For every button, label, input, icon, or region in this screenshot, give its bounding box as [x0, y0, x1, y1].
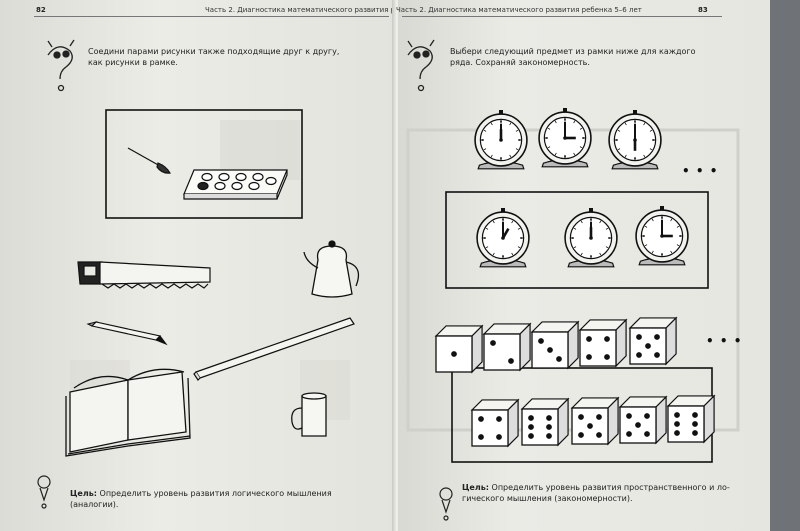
mascot-icon — [47, 39, 75, 92]
dice-icon — [618, 395, 668, 445]
dice-pip — [654, 352, 660, 358]
dice-pip — [528, 433, 534, 439]
dice-pip — [654, 334, 660, 340]
dice-pip — [604, 336, 610, 342]
dice-icon — [434, 324, 484, 374]
left-instruction: Соедини парами рисунки также подходящие … — [88, 47, 340, 67]
dice-pip — [578, 414, 584, 420]
kettle-icon — [303, 240, 360, 298]
dice-pip — [692, 421, 698, 427]
right-page: Часть 2. Диагностика математического раз… — [396, 0, 770, 531]
dice-pip — [546, 415, 552, 421]
dice-sequence-row — [434, 316, 678, 374]
dice-pip — [451, 351, 457, 357]
saw-icon — [77, 261, 211, 289]
left-page-number: 82 — [36, 6, 46, 14]
clock-row-ellipsis: • • • — [682, 164, 719, 178]
dice-pip — [556, 356, 562, 362]
dice-pip — [635, 422, 641, 428]
dice-pip — [604, 354, 610, 360]
clock-options-row — [476, 206, 689, 268]
dice-pip — [644, 431, 650, 437]
dice-pip — [546, 424, 552, 430]
dice-pip — [586, 354, 592, 360]
dice-pip — [578, 432, 584, 438]
dice-icon — [470, 398, 520, 448]
dice-pip — [528, 424, 534, 430]
mug-icon — [291, 392, 327, 437]
open-book-icon — [65, 368, 191, 457]
brush-icon — [127, 147, 171, 174]
dice-pip — [644, 413, 650, 419]
dice-row-ellipsis: • • • — [706, 334, 743, 348]
dice-pip — [528, 415, 534, 421]
right-page-header: Часть 2. Диагностика математического раз… — [396, 6, 642, 14]
dice-pip — [596, 432, 602, 438]
dice-pip — [496, 416, 502, 422]
alarm-clock-icon — [538, 108, 592, 168]
dice-pip — [478, 434, 484, 440]
left-goal: Цель: Определить уровень развития логиче… — [70, 489, 332, 509]
dice-pip — [636, 334, 642, 340]
dice-options-row — [470, 394, 716, 448]
dice-pip — [538, 338, 544, 344]
dice-pip — [496, 434, 502, 440]
dice-pip — [546, 433, 552, 439]
alarm-clock-icon — [474, 110, 528, 170]
dice-pip — [674, 421, 680, 427]
dice-pip — [478, 416, 484, 422]
left-page: 82 Часть 2. Диагностика математического … — [0, 0, 451, 531]
dice-icon — [666, 394, 716, 444]
left-header-rule — [34, 16, 389, 17]
alarm-clock-icon — [564, 208, 618, 268]
dice-icon — [520, 397, 570, 447]
dice-pip — [547, 347, 553, 353]
ice-cream-mascot-icon — [439, 487, 453, 521]
dice-pip — [587, 423, 593, 429]
dice-pip — [626, 431, 632, 437]
dice-pip — [645, 343, 651, 349]
left-page-artwork — [37, 39, 360, 509]
right-instruction: Выбери следующий предмет из рамки ниже д… — [450, 47, 696, 67]
paint-palette-icon — [183, 169, 288, 200]
alarm-clock-icon — [476, 208, 530, 268]
dice-pip — [626, 413, 632, 419]
dice-pip — [674, 412, 680, 418]
dice-pip — [674, 430, 680, 436]
dice-pip — [586, 336, 592, 342]
dice-pip — [692, 430, 698, 436]
right-header-rule — [402, 16, 722, 17]
dice-icon — [578, 318, 628, 368]
example-frame — [105, 109, 303, 219]
plank-icon — [193, 317, 355, 381]
clock-sequence-row — [474, 108, 662, 170]
dice-icon — [570, 396, 620, 446]
dice-pip — [596, 414, 602, 420]
dice-icon — [530, 320, 580, 370]
mascot-icon — [407, 39, 435, 92]
left-page-header: Часть 2. Диагностика математического раз… — [205, 6, 451, 14]
dice-pip — [692, 412, 698, 418]
ice-cream-mascot-icon — [37, 475, 51, 509]
dice-icon — [628, 316, 678, 366]
right-page-artwork — [406, 39, 740, 521]
dice-pip — [636, 352, 642, 358]
dice-pip — [508, 358, 514, 364]
book-spine — [392, 0, 402, 531]
alarm-clock-icon — [608, 110, 662, 170]
dice-pip — [490, 340, 496, 346]
alarm-clock-icon — [635, 206, 689, 266]
clock-options-frame — [445, 191, 709, 289]
right-goal: Цель: Определить уровень развития простр… — [462, 483, 730, 503]
right-page-number: 83 — [698, 6, 708, 14]
dice-icon — [482, 322, 532, 372]
pencil-icon — [86, 320, 168, 346]
